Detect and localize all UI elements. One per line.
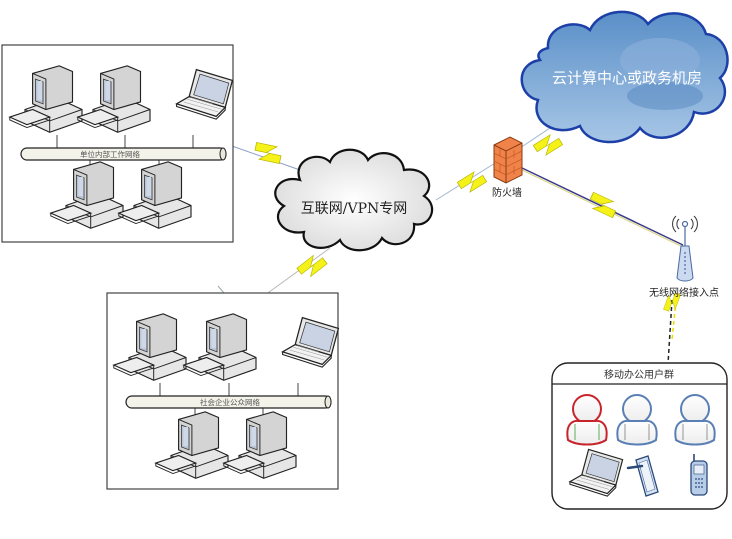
internal-network-bus-label: 单位内部工作网络 [80, 149, 140, 159]
link-stub [217, 285, 225, 294]
user-icon [674, 394, 716, 446]
internet-cloud-shape [274, 148, 434, 252]
mobile-phone-icon [690, 454, 708, 496]
cloud-highlight [620, 38, 700, 82]
user-icon [616, 394, 658, 446]
internet-vpn-cloud: 互联网/VPN专网 [274, 148, 434, 252]
cloud-shadow [627, 82, 703, 110]
tablet-icon [626, 455, 659, 497]
user-icon-highlighted [566, 394, 608, 446]
wireless-access-point: 无线网络接入点 [649, 215, 719, 299]
lightning-bolt-icon [456, 168, 488, 196]
public-network-bus-label: 社会企业公众网络 [200, 397, 260, 407]
internal-network-box: 单位内部工作网络 [1, 44, 234, 243]
lightning-bolt-icon [296, 251, 328, 281]
firewall-label: 防火墙 [492, 186, 522, 199]
firewall-icon [493, 136, 523, 184]
datacenter-cloud-label: 云计算中心或政务机房 [552, 69, 702, 87]
public-network-box: 社会企业公众网络 [106, 292, 340, 490]
bus-end-cap [219, 147, 227, 161]
datacenter-cloud: 云计算中心或政务机房 [520, 10, 729, 144]
lightning-bolt-icon [252, 142, 284, 164]
wireless-signal-icon [672, 215, 698, 233]
mobile-group-title: 移动办公用户群 [604, 368, 674, 381]
internet-cloud-label: 互联网/VPN专网 [301, 201, 408, 217]
access-point-label: 无线网络接入点 [649, 286, 719, 299]
link-public-to-internet [264, 247, 331, 296]
bus-end-cap [324, 395, 332, 409]
wireless-access-point-icon [676, 220, 694, 282]
link-ap-to-mobile [667, 299, 673, 365]
mobile-user-group: 移动办公用户群 [551, 362, 728, 510]
link-firewall-to-ap [519, 166, 684, 246]
lightning-bolt-icon [586, 191, 620, 219]
firewall: 防火墙 [492, 136, 523, 199]
